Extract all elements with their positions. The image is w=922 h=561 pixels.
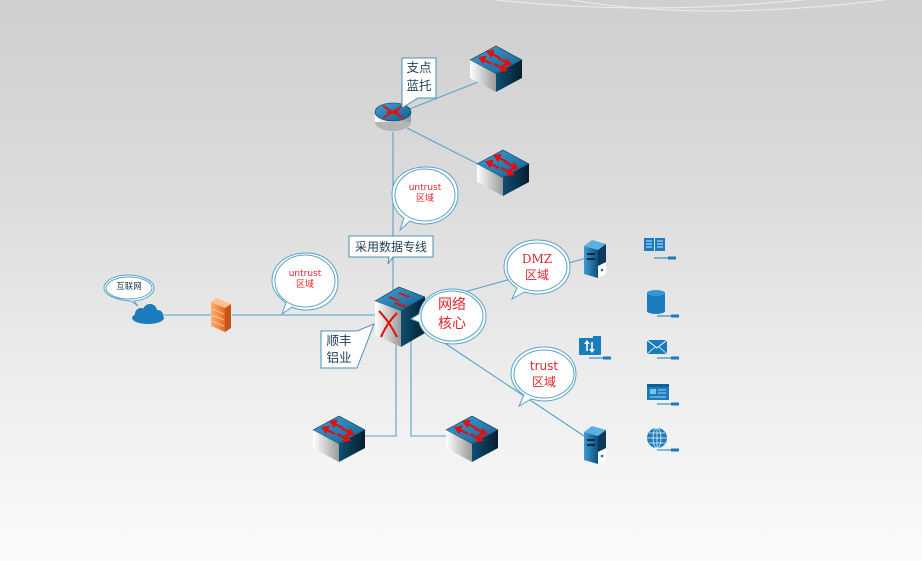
core-switch[interactable] xyxy=(374,286,426,347)
internet-label: 互联网 xyxy=(116,282,142,292)
firewall[interactable] xyxy=(211,298,231,332)
link-router-switch1 xyxy=(406,81,479,111)
web-service-icon[interactable] xyxy=(647,427,680,452)
callout-branch: 支点 蓝托 xyxy=(403,59,435,97)
link-router-switch2 xyxy=(406,127,487,169)
background-arcs xyxy=(492,0,888,12)
callout-branch-shape xyxy=(401,57,437,109)
branch-label-line1: 支点 xyxy=(406,60,432,75)
site-label-line1: 顺丰 xyxy=(326,333,352,348)
bubble-untrust-left xyxy=(271,252,339,316)
zone-untrust-top-name: untrust xyxy=(408,183,442,193)
zone-untrust-left-suffix: 区域 xyxy=(295,280,314,290)
callout-site-shape xyxy=(320,323,375,369)
bubble-dmz xyxy=(503,239,571,301)
branch-switch-1[interactable] xyxy=(468,44,524,94)
trust-server[interactable] xyxy=(584,426,606,464)
zone-dmz-suffix: 区域 xyxy=(524,268,549,282)
zone-core-line2: 核心 xyxy=(438,316,466,332)
zone-untrust-top-suffix: 区域 xyxy=(415,194,434,204)
zone-untrust-left-name: untrust xyxy=(288,269,322,279)
web-app-service-icon[interactable] xyxy=(647,384,680,406)
access-switch-2[interactable] xyxy=(444,414,500,464)
link-core-access2 xyxy=(410,340,447,437)
mail-service-icon[interactable] xyxy=(646,339,680,360)
callout-site: 顺丰 铝业 xyxy=(322,332,356,367)
book-service-icon[interactable] xyxy=(644,238,677,260)
zone-untrust-top: untrust 区域 xyxy=(395,183,455,205)
zone-untrust-left: untrust 区域 xyxy=(275,269,335,291)
database-service-icon[interactable] xyxy=(647,290,680,318)
file-transfer-icon[interactable] xyxy=(579,336,612,360)
access-switch-1[interactable] xyxy=(311,414,367,464)
bubble-internet xyxy=(103,274,155,307)
zone-core-line1: 网络 xyxy=(438,297,466,313)
site-label-line2: 铝业 xyxy=(326,350,352,365)
zone-trust-suffix: 区域 xyxy=(531,375,556,389)
link-core-access1 xyxy=(360,340,397,437)
zone-trust: trust 区域 xyxy=(514,358,574,390)
bubble-core xyxy=(409,288,487,345)
branch-switch-2[interactable] xyxy=(475,148,531,198)
internet-cloud[interactable] xyxy=(132,304,164,324)
branch-router[interactable] xyxy=(374,102,412,132)
branch-label-line2: 蓝托 xyxy=(406,78,432,93)
bubble-untrust-top xyxy=(391,166,459,232)
zone-trust-name: trust xyxy=(529,359,559,373)
dmz-server[interactable] xyxy=(584,240,606,278)
callout-leased-line-shape xyxy=(348,235,434,265)
bubble-trust xyxy=(510,346,577,408)
link-core-trust-server xyxy=(424,329,591,441)
callout-leased-line: 采用数据专线 xyxy=(354,240,427,254)
links xyxy=(162,81,591,441)
zone-dmz: DMZ 区域 xyxy=(507,251,567,283)
zone-dmz-name: DMZ xyxy=(521,252,553,266)
zone-core: 网络 核心 xyxy=(422,296,482,334)
